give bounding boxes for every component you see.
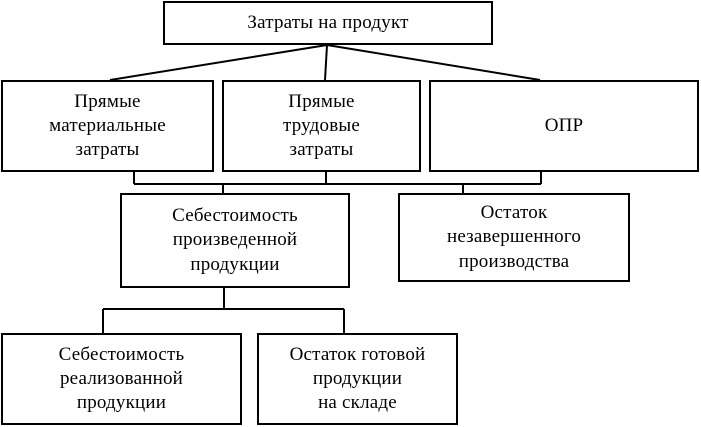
node-finished-goods-stock: Остаток готовой продукции на складе (257, 333, 458, 425)
node-product-costs: Затраты на продукт (163, 1, 493, 45)
node-cost-of-goods-sold-label: Себестоимость реализованной продукции (58, 343, 185, 414)
node-direct-labor: Прямые трудовые затраты (222, 80, 421, 172)
connector-total-materials (109, 44, 328, 81)
node-finished-goods-stock-label: Остаток готовой продукции на складе (289, 343, 426, 414)
node-overhead: ОПР (429, 80, 699, 172)
node-direct-labor-label: Прямые трудовые затраты (282, 90, 361, 161)
connector-total-labor (324, 44, 328, 81)
node-production-cost-label: Себестоимость произведенной продукции (172, 205, 298, 275)
node-overhead-label: ОПР (544, 114, 584, 136)
node-work-in-progress: Остаток незавершенного производства (398, 193, 630, 282)
node-production-cost: Себестоимость произведенной продукции (120, 193, 350, 288)
connector-total-overhead (326, 44, 541, 81)
node-work-in-progress-label: Остаток незавершенного производства (446, 202, 582, 272)
node-cost-of-goods-sold: Себестоимость реализованной продукции (1, 333, 242, 425)
node-direct-materials: Прямые материальные затраты (1, 80, 214, 172)
node-direct-materials-label: Прямые материальные затраты (49, 90, 166, 161)
node-product-costs-label: Затраты на продукт (247, 11, 409, 33)
